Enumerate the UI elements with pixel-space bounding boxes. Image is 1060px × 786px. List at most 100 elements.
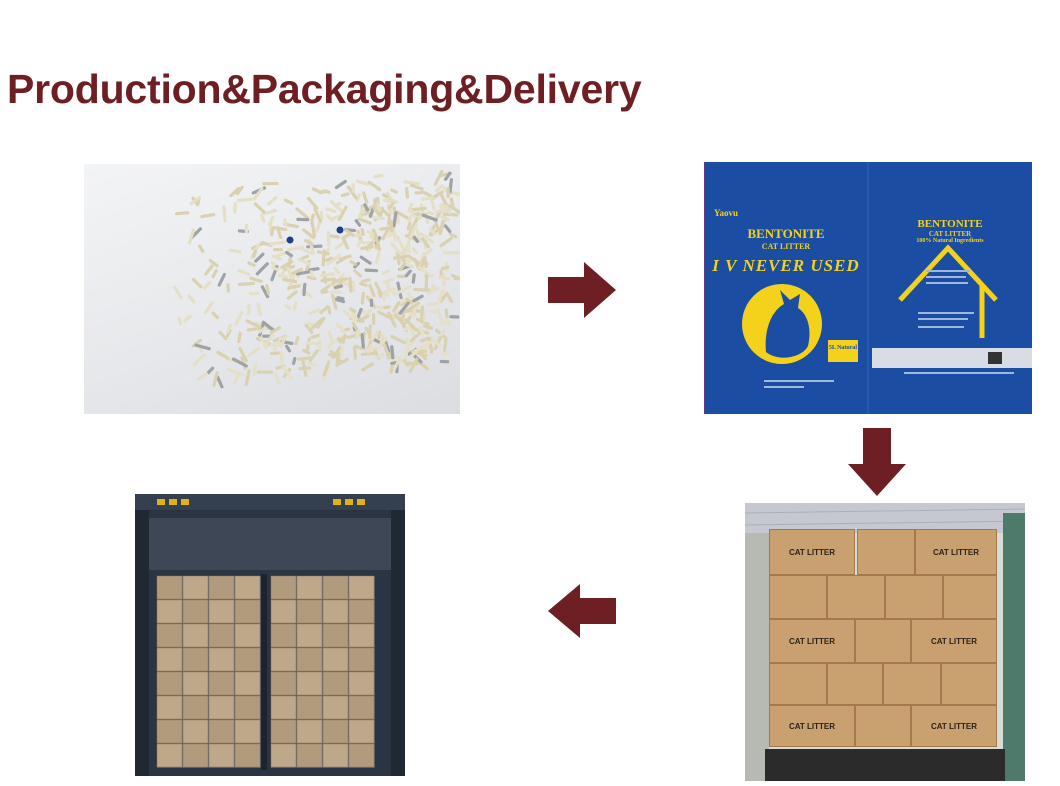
pellet [328, 351, 339, 357]
carton-box: CAT LITTER [911, 619, 997, 663]
container-carton [234, 695, 261, 720]
pellet [409, 209, 416, 218]
container-carton [348, 575, 375, 600]
container-carton [348, 623, 375, 648]
pellet [227, 368, 245, 377]
container-carton [348, 743, 375, 768]
pellet [344, 228, 355, 237]
pellet [267, 215, 275, 227]
pellet [203, 301, 214, 315]
pellet [419, 336, 431, 343]
pellet [396, 274, 406, 278]
pellet [235, 185, 244, 196]
pellet [261, 320, 275, 332]
pellet [222, 204, 227, 223]
pellet [297, 356, 312, 361]
carton-box [943, 575, 997, 619]
pellet [244, 223, 249, 234]
pellet [402, 359, 410, 368]
pellet [409, 183, 424, 191]
pellet [233, 202, 237, 214]
pellet [348, 307, 357, 314]
carton-label: CAT LITTER [788, 722, 836, 731]
container-carton [322, 647, 349, 672]
pellet [304, 323, 314, 334]
container-carton [234, 647, 261, 672]
container-carton [156, 719, 183, 744]
pellet [351, 183, 355, 193]
pellet [382, 269, 391, 275]
pellet [177, 316, 183, 326]
pellet [420, 190, 433, 198]
pellet [192, 353, 206, 367]
pellet [338, 334, 347, 344]
carton-box [827, 663, 883, 705]
pellet [253, 202, 267, 215]
pellet [280, 260, 294, 270]
stretch-wrap-film [271, 576, 375, 768]
pellet [364, 268, 379, 273]
pellet [366, 230, 375, 236]
pellet [246, 326, 260, 332]
pellet [370, 330, 380, 342]
pellet [355, 179, 370, 186]
container-carton [322, 719, 349, 744]
pellet [260, 285, 270, 299]
pellet [340, 192, 350, 198]
pellet [266, 196, 278, 206]
pellet [204, 264, 214, 276]
pellet [200, 212, 216, 219]
pellet [228, 248, 242, 254]
pellet [373, 198, 377, 213]
pellet [326, 230, 331, 247]
pellet [333, 266, 341, 275]
pellet [265, 284, 271, 295]
pellet [404, 315, 412, 324]
pellet [307, 341, 322, 346]
pellet [194, 343, 211, 351]
container-carton [270, 695, 297, 720]
pellet [387, 208, 396, 216]
bag-subtitle-right: CAT LITTER [928, 230, 972, 238]
pellet [359, 255, 372, 265]
pellet [382, 278, 394, 284]
pellet [269, 240, 287, 246]
pellet [327, 330, 334, 343]
pellet [417, 265, 430, 275]
pellet [368, 283, 376, 298]
pellet [435, 185, 442, 193]
pellet [191, 277, 203, 289]
pellet [444, 308, 449, 319]
pellet [301, 359, 308, 377]
pellet [412, 235, 420, 244]
pellet [324, 256, 334, 262]
pellet [279, 351, 285, 365]
pellet [424, 272, 429, 290]
pellet [350, 330, 362, 335]
pellet [331, 214, 340, 221]
pellet [406, 221, 412, 231]
arrow-right-icon [548, 262, 616, 318]
pellet [287, 245, 305, 252]
pellet [355, 193, 362, 202]
pellet [275, 250, 288, 258]
pellet [197, 372, 209, 381]
pellet [263, 333, 274, 348]
pellet [437, 275, 451, 281]
pellet [310, 213, 315, 222]
pellet [238, 346, 249, 363]
pellet [342, 309, 357, 322]
carton-box [857, 529, 915, 575]
container-carton [296, 623, 323, 648]
pellet [234, 310, 244, 326]
pellet [360, 291, 365, 305]
pellet [393, 313, 406, 326]
pellet [333, 202, 342, 207]
pellet [439, 236, 454, 248]
pellet [413, 287, 431, 292]
pellet [375, 305, 384, 310]
bag-tagline-right: 100% Natural Ingredients [916, 238, 984, 244]
pellet [379, 206, 390, 217]
pellet [307, 361, 317, 367]
